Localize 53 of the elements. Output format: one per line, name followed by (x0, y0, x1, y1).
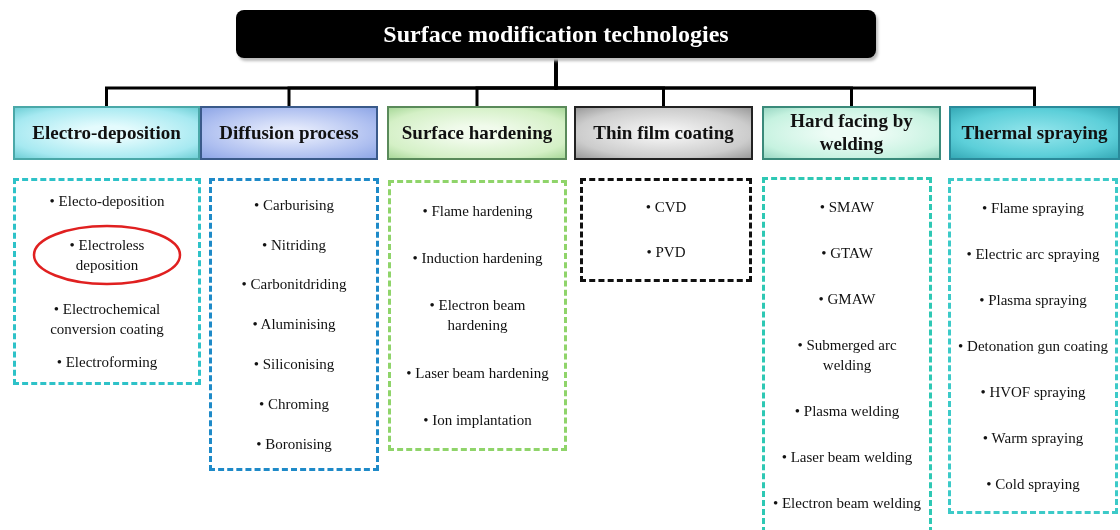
list-item: • Laser beam welding (781, 447, 913, 467)
category-label: Hard facing by welding (789, 110, 914, 156)
category-label: Thin film coating (593, 121, 734, 145)
highlight-ellipse (32, 224, 182, 286)
list-item: • HVOF spraying (980, 382, 1086, 402)
list-item: • GMAW (818, 289, 876, 309)
list-item: • Flame hardening (422, 201, 533, 221)
category-box (949, 106, 1120, 160)
dashed-list-box (580, 178, 752, 282)
title-text: Surface modification technologies (383, 20, 729, 48)
category-box (574, 106, 753, 160)
list-item: • Siliconising (253, 355, 335, 375)
category-label: Diffusion process (219, 121, 359, 145)
category-label: Electro-deposition (32, 121, 181, 145)
list-item: • Electroless deposition (68, 235, 146, 275)
list-item: • Electo-deposition (49, 192, 165, 212)
list-item: • Nitriding (262, 235, 326, 255)
category-label: Surface hardening (401, 121, 553, 145)
list-item: • Chroming (259, 395, 329, 414)
category-box (13, 106, 200, 160)
list-item: • Detonation gun coating (958, 336, 1108, 356)
list-item: • Electron beam hardening (428, 296, 527, 336)
list-item: • Ion implantation (423, 411, 532, 431)
list-item: • Flame spraying (982, 198, 1084, 218)
list-item: • SMAW (819, 197, 875, 217)
dashed-list-box (762, 177, 932, 530)
title-box (236, 10, 876, 58)
list-item: • CVD (645, 198, 687, 218)
list-item: • GTAW (821, 243, 873, 263)
dashed-list-box (948, 178, 1118, 514)
list-item: • Plasma spraying (979, 290, 1087, 310)
list-item: • Laser beam hardening (406, 363, 549, 383)
list-item: • Warm spraying (982, 428, 1084, 448)
list-item: • Induction hardening (412, 248, 543, 268)
dashed-list-box (209, 178, 379, 471)
list-item: • Electric arc spraying (966, 244, 1100, 264)
list-item: • Boronising (256, 434, 332, 454)
category-box (200, 106, 378, 160)
list-item: • Carbonitdriding (241, 275, 347, 295)
dashed-list-box (13, 178, 201, 385)
list-item: • Plasma welding (794, 401, 900, 421)
dashed-list-box (388, 180, 567, 451)
category-box (762, 106, 941, 160)
list-item: • Electron beam welding (772, 493, 922, 513)
list-item: • Electroforming (56, 352, 158, 372)
category-box (387, 106, 567, 160)
category-label: Thermal spraying (961, 121, 1108, 145)
list-item: • PVD (646, 243, 686, 263)
list-item: • Submerged arc welding (796, 335, 898, 375)
list-item: • Carburising (254, 195, 334, 215)
list-item: • Electrochemical conversion coating (49, 299, 165, 339)
list-item: • Aluminising (252, 315, 336, 335)
list-item: • Cold spraying (986, 474, 1080, 494)
